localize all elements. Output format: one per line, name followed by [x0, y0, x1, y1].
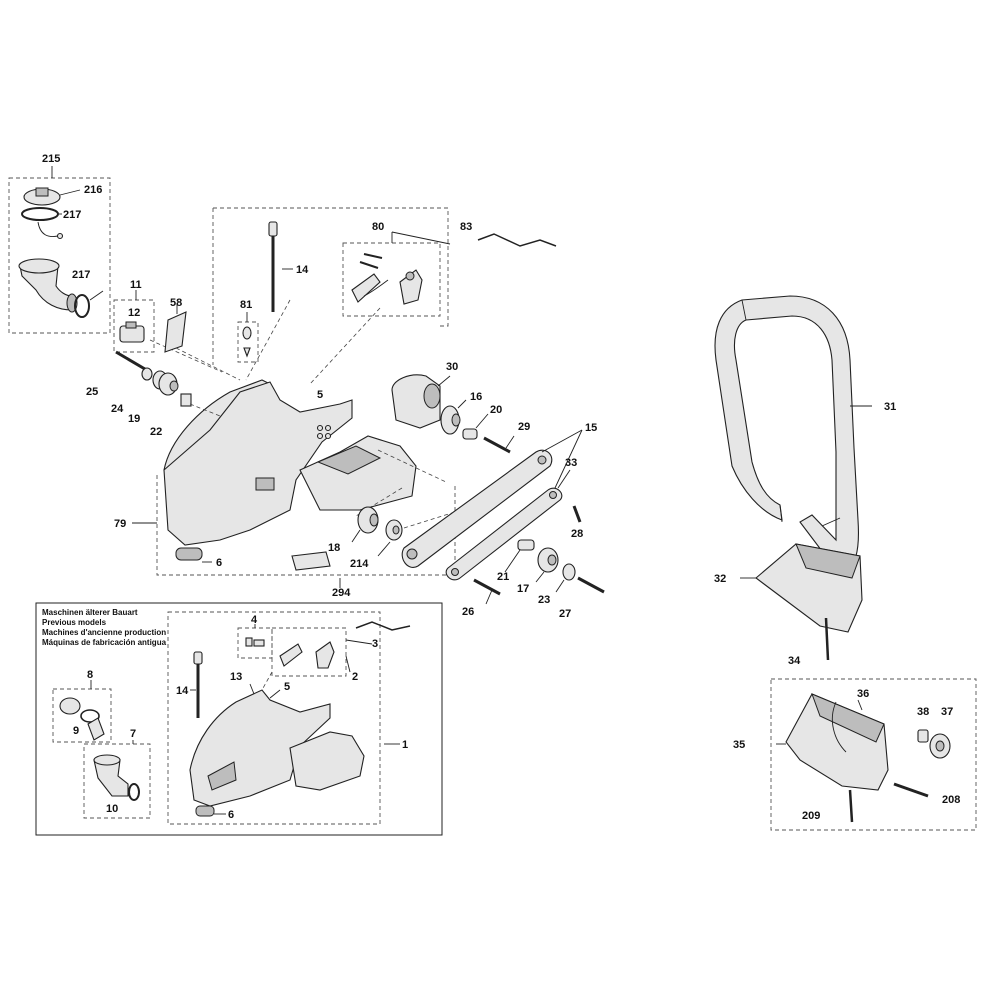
callout-37: 37 — [941, 706, 953, 718]
callout-294: 294 — [332, 587, 351, 599]
callout-80: 80 — [372, 221, 384, 233]
callout-8: 8 — [87, 669, 93, 681]
callout-215: 215 — [42, 153, 60, 165]
callout-33: 33 — [565, 457, 577, 469]
callout-28: 28 — [571, 528, 583, 540]
callout-217: 217 — [63, 209, 81, 221]
legacy-note-line-de: Maschinen älterer Bauart — [42, 608, 138, 617]
callout-217: 217 — [72, 269, 90, 281]
legacy-note-line-en: Previous models — [42, 618, 107, 627]
legacy-note-line-fr: Machines d'ancienne production — [42, 628, 166, 637]
group-80-throttle — [342, 231, 557, 317]
callout-5: 5 — [284, 681, 290, 693]
part-81-valve — [237, 312, 259, 363]
callout-13: 13 — [230, 671, 242, 683]
callout-27: 27 — [559, 608, 571, 620]
callout-2: 2 — [352, 671, 358, 683]
legacy-note: Maschinen älterer Bauart Previous models… — [42, 608, 167, 647]
callout-17: 17 — [517, 583, 529, 595]
callout-20: 20 — [490, 404, 502, 416]
callout-6: 6 — [216, 557, 222, 569]
callout-25: 25 — [86, 386, 98, 398]
callout-9: 9 — [73, 725, 79, 737]
callout-16: 16 — [470, 391, 482, 403]
callout-214: 214 — [350, 558, 369, 570]
legacy-models-box — [35, 602, 443, 836]
part-31-handlebar — [714, 295, 872, 576]
group-35-lower-bracket — [770, 678, 977, 831]
callout-81: 81 — [240, 299, 252, 311]
callout-19: 19 — [128, 413, 140, 425]
right-mount-parts — [391, 374, 515, 454]
callout-208: 208 — [942, 794, 960, 806]
part-18-214-buffers — [351, 506, 403, 557]
group-79-housing — [132, 207, 456, 588]
callout-35: 35 — [733, 739, 745, 751]
callout-1: 1 — [402, 739, 408, 751]
callout-3: 3 — [372, 638, 378, 650]
callout-30: 30 — [446, 361, 458, 373]
callout-24: 24 — [111, 403, 124, 415]
part-15-arm — [401, 429, 583, 581]
callout-7: 7 — [130, 728, 136, 740]
callout-11: 11 — [130, 279, 142, 291]
callout-18: 18 — [328, 542, 340, 554]
legacy-note-line-es: Máquinas de fabricación antigua — [42, 638, 167, 647]
callout-15: 15 — [585, 422, 597, 434]
callout-216: 216 — [84, 184, 102, 196]
callout-209: 209 — [802, 810, 820, 822]
group-11-switch — [113, 290, 223, 373]
callout-79: 79 — [114, 518, 126, 530]
callout-38: 38 — [917, 706, 929, 718]
part-58-plate — [164, 304, 241, 381]
callout-labels: 215 216 217 217 11 12 58 81 14 80 83 25 … — [42, 153, 960, 822]
callout-4: 4 — [251, 614, 258, 626]
callout-10: 10 — [106, 803, 118, 815]
callout-58: 58 — [170, 297, 182, 309]
callout-23: 23 — [538, 594, 550, 606]
callout-14: 14 — [296, 264, 309, 276]
callout-36: 36 — [857, 688, 869, 700]
callout-29: 29 — [518, 421, 530, 433]
callout-34: 34 — [788, 655, 801, 667]
callout-26: 26 — [462, 606, 474, 618]
part-32-bracket — [740, 543, 863, 661]
group-215-filler-cap — [8, 166, 111, 334]
lower-fasteners — [473, 539, 605, 605]
callout-21: 21 — [497, 571, 509, 583]
callout-5: 5 — [317, 389, 323, 401]
callout-6: 6 — [228, 809, 234, 821]
callout-31: 31 — [884, 401, 896, 413]
callout-12: 12 — [128, 307, 140, 319]
callout-22: 22 — [150, 426, 162, 438]
callout-83: 83 — [460, 221, 472, 233]
left-fasteners — [115, 350, 221, 417]
callout-14: 14 — [176, 685, 189, 697]
callout-32: 32 — [714, 573, 726, 585]
part-14-rod — [268, 221, 293, 312]
